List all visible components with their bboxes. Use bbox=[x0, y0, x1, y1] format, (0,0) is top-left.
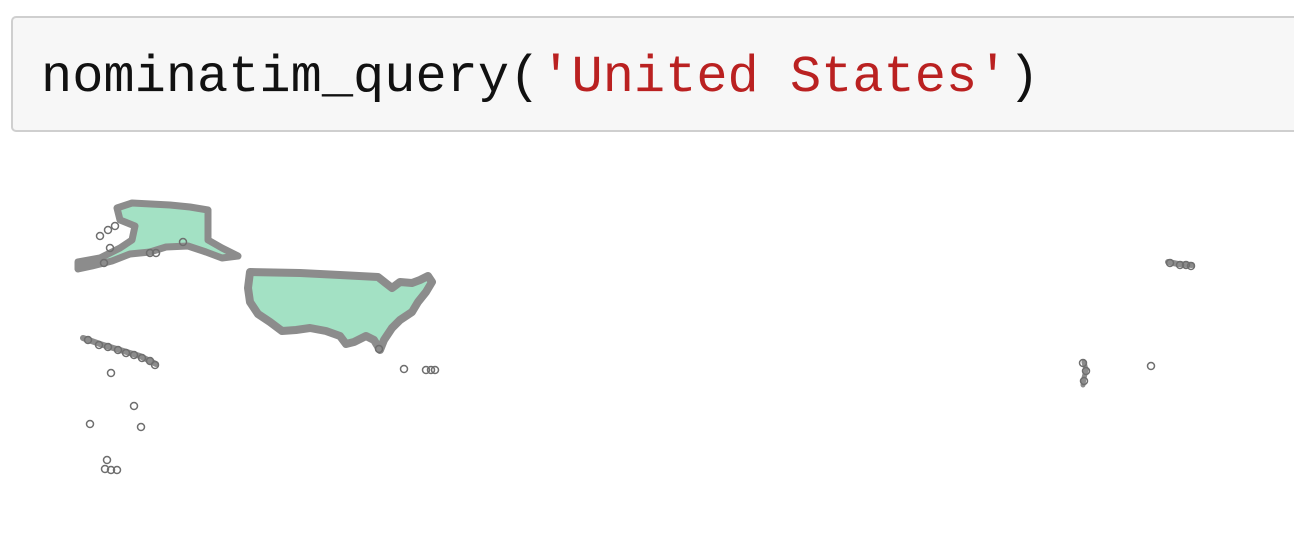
function-name: nominatim_query bbox=[41, 48, 510, 107]
marker bbox=[113, 345, 123, 355]
marker bbox=[1079, 376, 1089, 386]
marker bbox=[137, 353, 147, 363]
marker bbox=[399, 364, 409, 374]
marker bbox=[1165, 258, 1175, 268]
marker bbox=[105, 243, 115, 253]
marker bbox=[421, 365, 431, 375]
marker bbox=[103, 342, 113, 352]
marker bbox=[426, 365, 436, 375]
marker bbox=[99, 258, 109, 268]
marker bbox=[100, 464, 110, 474]
marker bbox=[145, 356, 155, 366]
marker bbox=[129, 401, 139, 411]
contiguous-us-outline bbox=[244, 268, 436, 354]
code-line: nominatim_query('United States') bbox=[41, 48, 1040, 108]
marker bbox=[430, 365, 440, 375]
code-cell[interactable]: nominatim_query('United States') bbox=[11, 16, 1294, 132]
marker bbox=[102, 455, 112, 465]
marker bbox=[1186, 261, 1196, 271]
marker bbox=[151, 248, 161, 258]
country-outlines bbox=[74, 199, 1195, 388]
marker bbox=[103, 225, 113, 235]
string-argument: 'United States' bbox=[540, 48, 1009, 107]
marker bbox=[150, 360, 160, 370]
marker bbox=[94, 340, 104, 350]
marker bbox=[106, 465, 116, 475]
marker bbox=[136, 422, 146, 432]
open-paren: ( bbox=[509, 48, 541, 107]
marker bbox=[83, 335, 93, 345]
marker bbox=[1175, 260, 1185, 270]
marker bbox=[1181, 260, 1191, 270]
place-markers bbox=[83, 221, 1196, 475]
close-paren: ) bbox=[1008, 48, 1040, 107]
marker bbox=[178, 237, 188, 247]
marker bbox=[145, 248, 155, 258]
marker bbox=[112, 465, 122, 475]
marker bbox=[95, 231, 105, 241]
map-output bbox=[74, 199, 1196, 475]
marker bbox=[1146, 361, 1156, 371]
marker bbox=[129, 350, 139, 360]
alaska-outline bbox=[74, 199, 242, 273]
marker bbox=[85, 419, 95, 429]
marker bbox=[1081, 366, 1091, 376]
marker bbox=[1078, 358, 1088, 368]
marker bbox=[374, 344, 384, 354]
marker bbox=[110, 221, 120, 231]
marker bbox=[106, 368, 116, 378]
marker bbox=[121, 348, 131, 358]
